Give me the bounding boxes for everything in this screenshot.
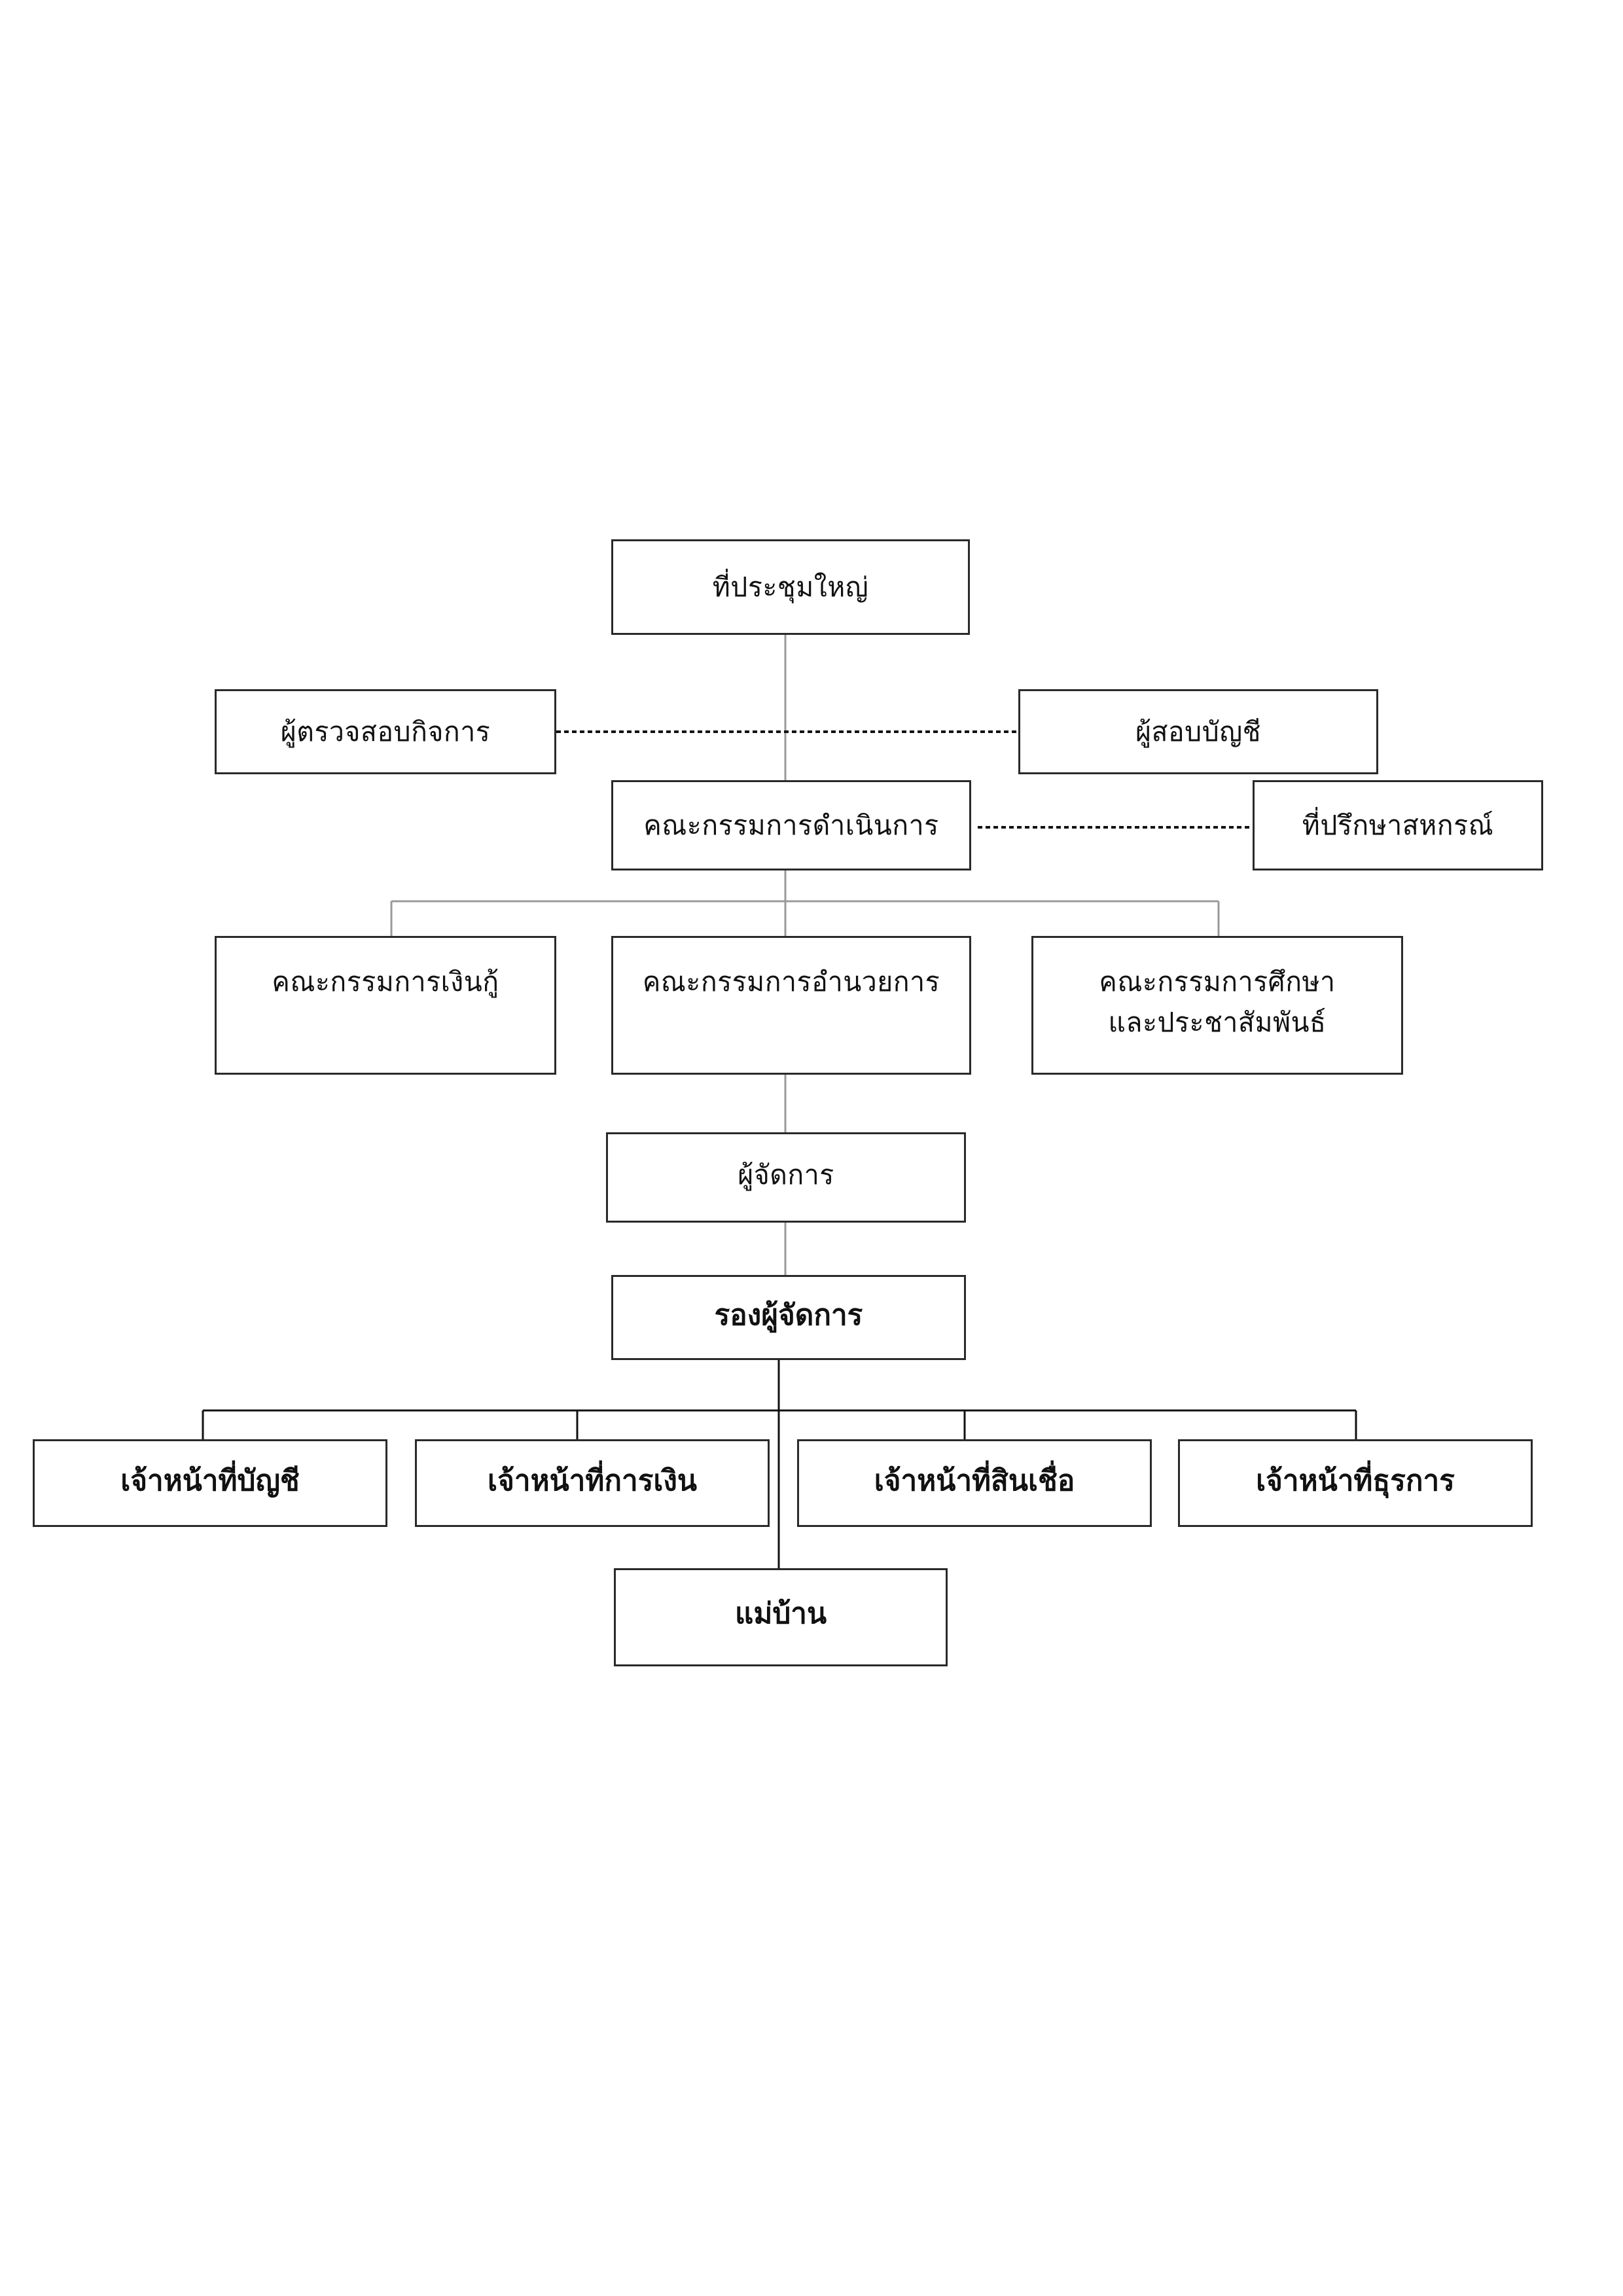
executive-committee-label: คณะกรรมการอำนวยการ <box>642 966 940 997</box>
accounting-officer-box: เจ้าหน้าที่บัญชี <box>33 1439 387 1527</box>
auditor-box: ผู้สอบบัญชี <box>1018 689 1378 774</box>
housekeeper-box: แม่บ้าน <box>614 1568 948 1666</box>
credit-officer-box: เจ้าหน้าที่สินเชื่อ <box>797 1439 1152 1527</box>
general-meeting-box: ที่ประชุมใหญ่ <box>611 539 970 635</box>
education-committee-label-line2: และประชาสัมพันธ์ <box>1108 1007 1327 1038</box>
auditor-label: ผู้สอบบัญชี <box>1135 716 1261 747</box>
education-committee-box: คณะกรรมการศึกษา และประชาสัมพันธ์ <box>1031 936 1403 1075</box>
board-of-directors-label: คณะกรรมการดำเนินการ <box>643 810 939 841</box>
credit-officer-label: เจ้าหน้าที่สินเชื่อ <box>874 1464 1075 1498</box>
admin-officer-box: เจ้าหน้าที่ธุรการ <box>1178 1439 1533 1527</box>
finance-officer-label: เจ้าหน้าที่การเงิน <box>488 1464 697 1498</box>
deputy-manager-box: รองผู้จัดการ <box>611 1275 966 1360</box>
business-inspector-box: ผู้ตรวจสอบกิจการ <box>215 689 556 774</box>
cooperative-advisor-box: ที่ปรึกษาสหกรณ์ <box>1253 780 1543 870</box>
housekeeper-label: แม่บ้าน <box>734 1597 827 1630</box>
admin-officer-label: เจ้าหน้าที่ธุรการ <box>1256 1464 1455 1498</box>
general-meeting-label: ที่ประชุมใหญ่ <box>712 571 869 603</box>
loan-committee-box: คณะกรรมการเงินกู้ <box>215 936 556 1075</box>
business-inspector-label: ผู้ตรวจสอบกิจการ <box>280 716 491 747</box>
accounting-officer-label: เจ้าหน้าที่บัญชี <box>120 1464 300 1498</box>
finance-officer-box: เจ้าหน้าที่การเงิน <box>415 1439 770 1527</box>
executive-committee-box: คณะกรรมการอำนวยการ <box>611 936 971 1075</box>
loan-committee-label: คณะกรรมการเงินกู้ <box>272 966 499 997</box>
deputy-manager-label: รองผู้จัดการ <box>714 1299 863 1332</box>
manager-box: ผู้จัดการ <box>606 1132 966 1223</box>
education-committee-label-line1: คณะกรรมการศึกษา <box>1099 966 1336 997</box>
manager-label: ผู้จัดการ <box>738 1159 834 1191</box>
cooperative-advisor-label: ที่ปรึกษาสหกรณ์ <box>1302 810 1494 841</box>
board-of-directors-box: คณะกรรมการดำเนินการ <box>611 780 971 870</box>
